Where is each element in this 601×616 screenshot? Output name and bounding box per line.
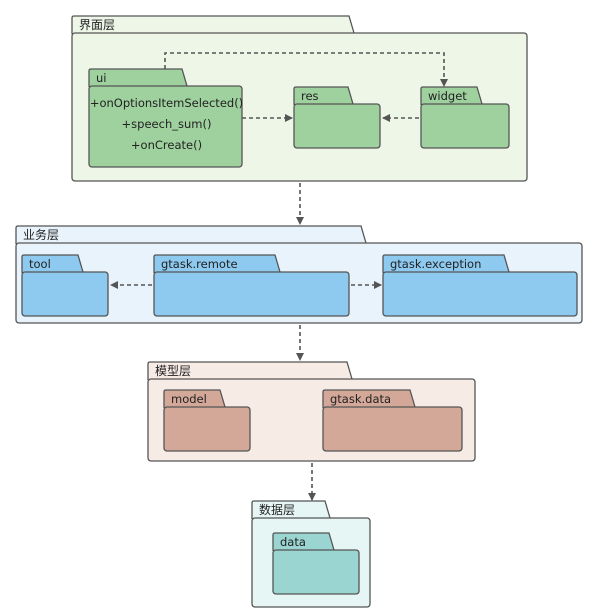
package-ui-label: ui [96,71,106,85]
package-gtask-data-tab [322,389,416,408]
package-gtask-data-label: gtask.data [330,392,391,406]
package-data-body [272,549,360,595]
operation: +onCreate() [131,138,202,152]
dependency-arrows [110,52,448,501]
package-gtask-data-body [322,406,463,452]
package-widget: widget [420,86,510,149]
package-tool-label: tool [29,257,51,271]
ui-layer-label: 界面层 [79,18,115,32]
data-layer-label: 数据层 [259,502,295,517]
dependency-arrow-ui-to-widget [164,52,448,87]
package-res-label: res [301,89,319,103]
package-data-label: data [280,535,306,549]
package-model: model [163,389,251,452]
package-model-tab [163,389,226,408]
package-tool-tab [21,254,84,273]
package-tool: tool [21,254,109,317]
package-gtask-remote-body [153,271,350,317]
package-gtask-exception-body [382,271,578,317]
package-data: data [272,532,360,595]
package-gtask-remote-label: gtask.remote [161,257,238,271]
package-gtask-exception-tab [382,254,510,273]
package-tool-body [21,271,109,317]
operation: +speech_sum() [122,117,212,131]
package-widget-body [420,103,510,149]
model-layer-label: 模型层 [155,364,191,378]
package-widget-tab [420,86,483,105]
package-gtask-exception: gtask.exception [382,254,578,317]
package-res-tab [293,86,354,105]
package-res-body [293,103,381,149]
package-res: res [293,86,381,149]
operation: +onOptionsItemSelected() [90,96,243,110]
package-model-label: model [171,392,207,406]
packages: ui +onOptionsItemSelected() +speech_sum() +… [21,68,578,595]
package-ui-body [88,85,243,168]
business-layer-label: 业务层 [23,227,59,242]
data-layer-tab [251,500,331,519]
package-gtask-data: gtask.data [322,389,463,452]
ui-layer-tab [71,15,355,34]
business-layer-tab [15,225,367,244]
package-data-tab [272,532,335,551]
package-gtask-exception-label: gtask.exception [390,257,481,271]
package-model-body [163,406,251,452]
package-ui-tab [88,68,188,87]
package-gtask-remote: gtask.remote [153,254,350,317]
package-widget-label: widget [428,89,467,103]
package-ui: ui +onOptionsItemSelected() +speech_sum() +… [88,68,243,168]
package-gtask-remote-tab [153,254,281,273]
model-layer-tab [147,361,353,380]
